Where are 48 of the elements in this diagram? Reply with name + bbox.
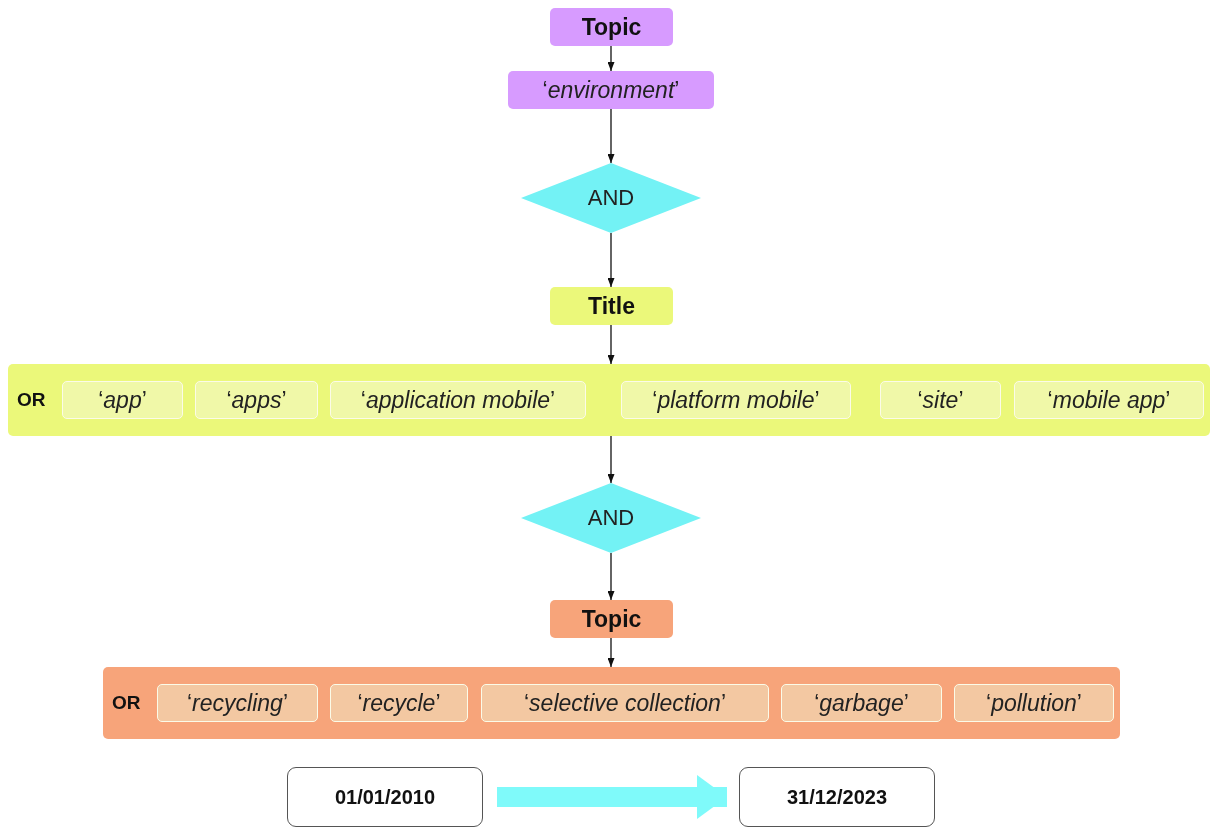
heading-box xyxy=(550,287,673,325)
search-term: ‘environment’ xyxy=(542,76,680,104)
search-term: ‘pollution’ xyxy=(986,689,1082,717)
heading-box xyxy=(550,600,673,638)
search-term: ‘garbage’ xyxy=(814,689,909,717)
search-term: ‘app’ xyxy=(98,386,147,414)
arrow xyxy=(607,45,615,72)
keyword-chip xyxy=(330,381,586,419)
arrow xyxy=(607,637,615,668)
date-label: 01/01/2010 xyxy=(334,785,436,809)
keyword-group-band xyxy=(103,667,1120,739)
search-term: ‘apps’ xyxy=(226,386,287,414)
arrow xyxy=(607,435,615,484)
keyword-chip xyxy=(62,381,183,419)
arrow xyxy=(607,324,615,365)
arrow xyxy=(497,775,727,819)
arrow xyxy=(607,552,615,601)
search-term: ‘selective collection’ xyxy=(524,689,726,717)
keyword-chip xyxy=(481,684,769,722)
keyword-group-band xyxy=(8,364,1210,436)
arrow xyxy=(607,108,615,164)
heading-box xyxy=(550,8,673,46)
keyword-chip xyxy=(781,684,942,722)
keyword-chip xyxy=(880,381,1001,419)
field-label: Title xyxy=(588,292,635,320)
arrow xyxy=(607,232,615,288)
search-term: ‘site’ xyxy=(917,386,964,414)
date-box xyxy=(287,767,483,827)
operator-label: AND xyxy=(587,185,635,211)
date-box xyxy=(739,767,935,827)
keyword-chip xyxy=(330,684,468,722)
operator-label: AND xyxy=(587,505,635,531)
search-term: ‘platform mobile’ xyxy=(652,386,820,414)
search-term: ‘mobile app’ xyxy=(1047,386,1171,414)
keyword-chip xyxy=(195,381,318,419)
field-label: Topic xyxy=(581,605,642,633)
keyword-chip xyxy=(621,381,851,419)
operator-label: OR xyxy=(17,389,46,411)
keyword-box xyxy=(508,71,714,109)
search-term: ‘recycle’ xyxy=(357,689,441,717)
keyword-chip xyxy=(954,684,1114,722)
field-label: Topic xyxy=(581,13,642,41)
keyword-chip xyxy=(157,684,318,722)
date-label: 31/12/2023 xyxy=(786,785,888,809)
operator-label: OR xyxy=(112,692,141,714)
keyword-chip xyxy=(1014,381,1204,419)
search-term: ‘application mobile’ xyxy=(360,386,556,414)
search-term: ‘recycling’ xyxy=(187,689,288,717)
